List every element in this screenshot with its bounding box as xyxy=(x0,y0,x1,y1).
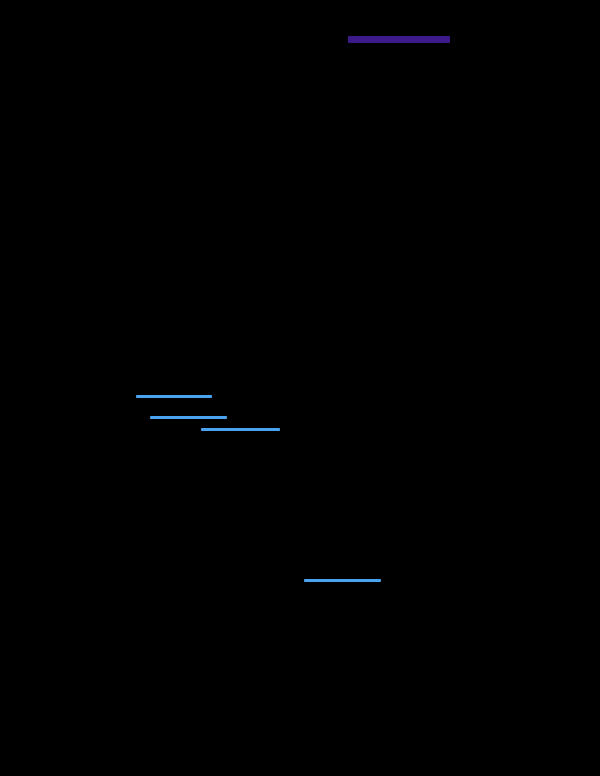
body-link-3[interactable] xyxy=(201,428,280,431)
body-link-4[interactable] xyxy=(304,579,381,582)
body-link-2[interactable] xyxy=(150,416,227,419)
header-link[interactable] xyxy=(348,36,450,43)
body-link-1[interactable] xyxy=(136,395,212,398)
